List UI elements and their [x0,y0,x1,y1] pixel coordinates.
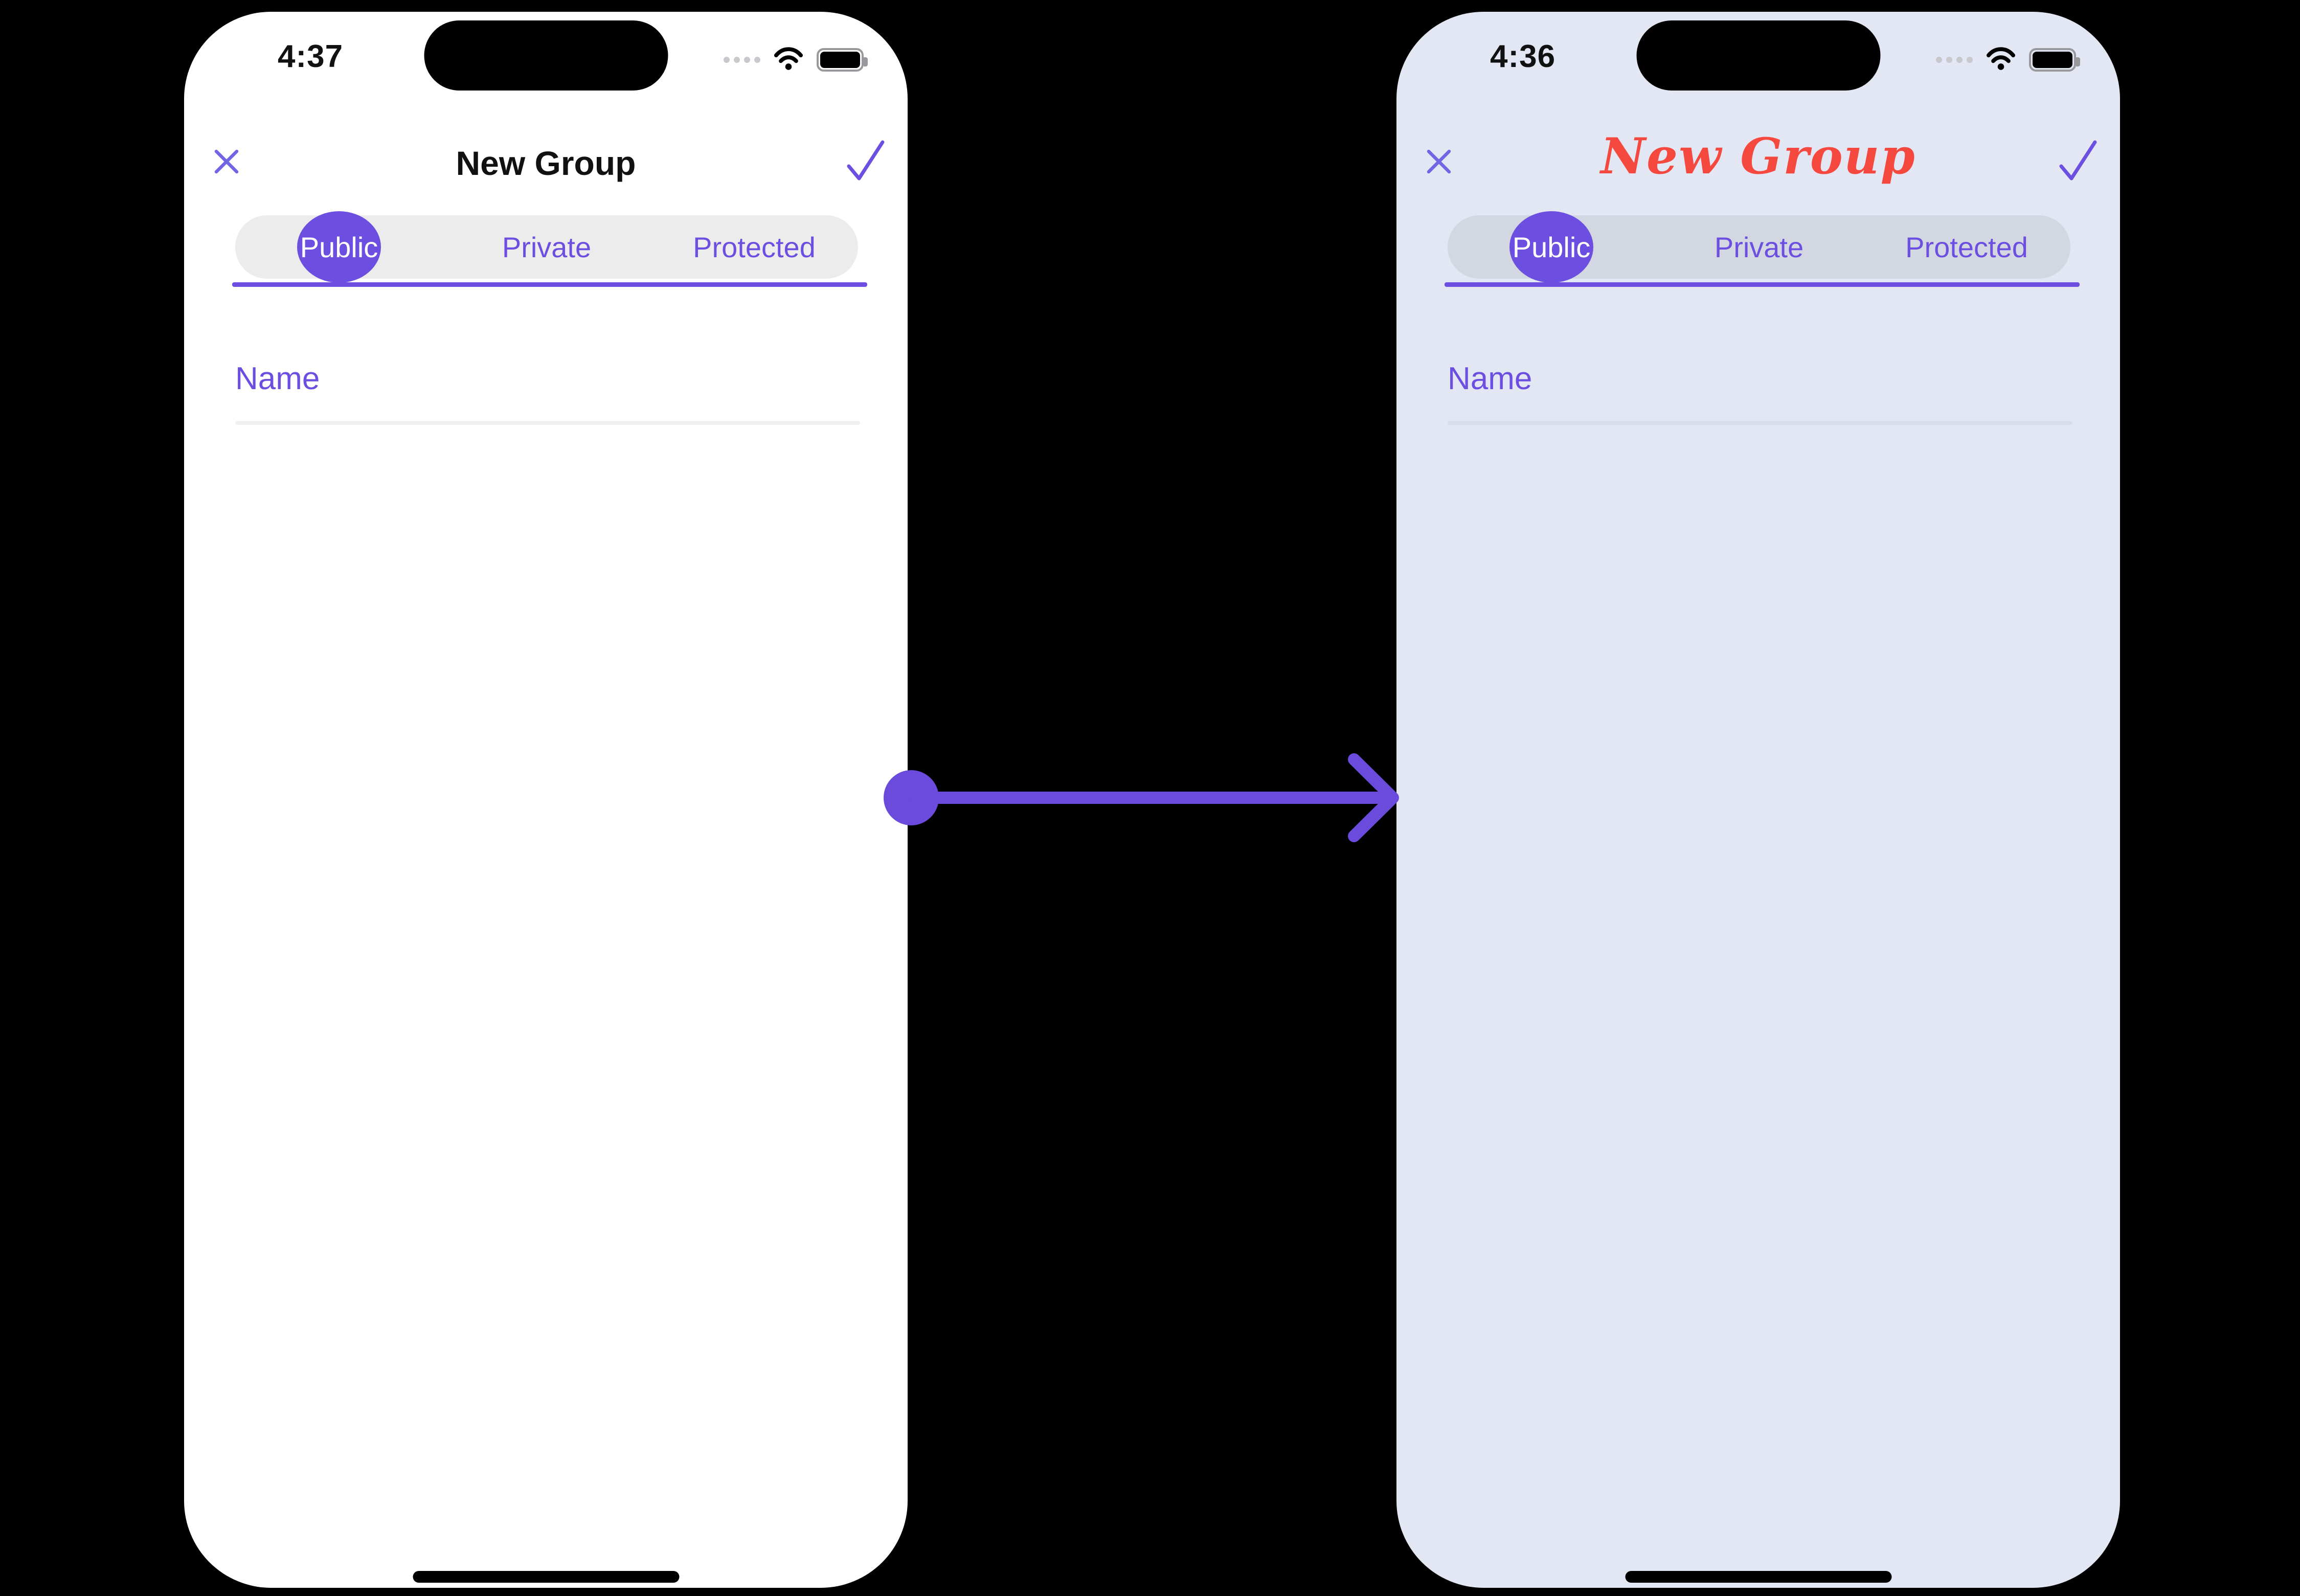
home-indicator [413,1571,679,1583]
x-icon [1427,149,1451,174]
input-underline [235,421,860,425]
input-underline [1448,421,2072,425]
wifi-icon [774,47,803,74]
visibility-segmented-control: Public Private Protected [1448,211,2070,283]
tab-private[interactable]: Private [502,231,592,263]
x-icon [214,149,239,174]
home-indicator [1625,1571,1891,1583]
status-time: 4:36 [1490,39,1556,74]
selected-tab-indicator [1509,211,1593,283]
confirm-button[interactable] [846,140,886,182]
battery-full-icon [2029,48,2080,72]
group-name-input[interactable]: Name [1448,361,2072,427]
page-title: New Group [1600,127,1916,185]
phone-screen-after: 4:36 New Group Public Private [1396,12,2120,1588]
visibility-segmented-control: Public Private Protected [235,211,858,283]
name-placeholder: Name [235,361,320,396]
close-button[interactable] [213,148,240,175]
wifi-icon [1986,47,2016,74]
tab-protected[interactable]: Protected [1905,231,2028,263]
tab-private[interactable]: Private [1714,231,1804,263]
name-placeholder: Name [1448,361,1532,396]
tab-protected[interactable]: Protected [693,231,816,263]
status-icons [724,46,868,74]
status-time: 4:37 [278,39,344,74]
dynamic-island [424,20,668,91]
cellular-dots-icon [1936,57,1973,63]
segment-underline [1445,282,2080,287]
phone-screen-before: 4:37 New Group Public Private [184,12,908,1588]
tab-public[interactable]: Public [1448,211,1655,283]
close-button[interactable] [1425,148,1453,175]
group-name-input[interactable]: Name [235,361,860,427]
page-title: New Group [456,144,636,182]
checkmark-icon [847,140,885,181]
cellular-dots-icon [724,57,760,63]
confirm-button[interactable] [2058,140,2098,182]
status-icons [1936,46,2080,74]
transition-arrow-icon [884,753,1399,842]
selected-tab-indicator [297,211,381,283]
dynamic-island [1636,20,1880,91]
checkmark-icon [2059,140,2097,181]
segment-underline [232,282,867,287]
battery-full-icon [817,48,868,72]
tab-public[interactable]: Public [235,211,443,283]
